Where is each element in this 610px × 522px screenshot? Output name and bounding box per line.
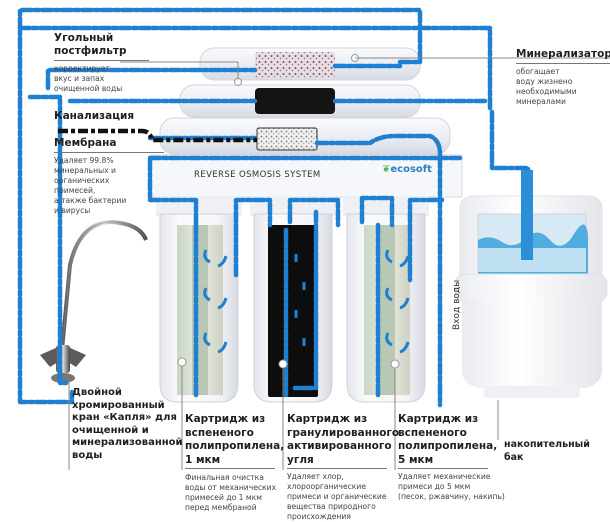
- tank-inlet-pipe: [521, 170, 533, 260]
- drain-line: [58, 128, 257, 143]
- water-inlet-label: Вход воды: [452, 279, 462, 330]
- drain-title: Канализация: [54, 110, 135, 122]
- diagram-illustration: [17, 7, 610, 470]
- housing-2: [250, 196, 336, 403]
- brand-logo: ❦ecosoft: [382, 164, 432, 175]
- mineralizer-title: Минерализатор: [516, 48, 610, 60]
- mineralizer-module: [179, 84, 421, 118]
- system-label: REVERSE OSMOSIS SYSTEM: [194, 170, 321, 180]
- brand-name: ecosoft: [390, 164, 432, 175]
- housing-1: [156, 196, 242, 403]
- housing-3: [343, 196, 429, 403]
- system-bracket: [149, 154, 463, 198]
- leader-lines: [68, 57, 610, 470]
- leaf-icon: ❦: [382, 164, 391, 175]
- ro-system-diagram: REVERSE OSMOSIS SYSTEM ❦ecosoft Угольный…: [17, 7, 610, 521]
- flow-arrows: [203, 249, 410, 354]
- tank-title: накопительный бак: [504, 439, 590, 463]
- faucet-illustration: [40, 219, 148, 383]
- membrane-title: Мембрана: [54, 137, 117, 149]
